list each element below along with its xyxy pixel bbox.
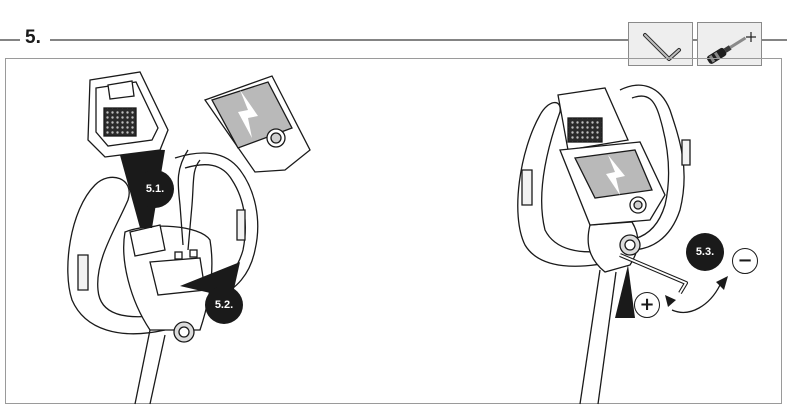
display-unit-left — [203, 75, 311, 173]
right-handlebar — [517, 84, 691, 405]
allen-key-icon — [643, 33, 681, 61]
callout-5-2: 5.2. — [205, 286, 243, 324]
diagram-frame — [5, 58, 782, 404]
callout-5-1: 5.1. — [136, 170, 174, 208]
pointer-5-3 — [615, 265, 635, 318]
rotation-arc — [671, 284, 721, 314]
rotation-arrow-tail — [665, 295, 676, 307]
screwdriver-icon — [706, 32, 756, 64]
console-assembled — [557, 87, 666, 226]
callout-5-3: 5.3. — [686, 233, 724, 271]
plus-icon: + — [634, 292, 660, 318]
console-upper-part — [87, 71, 169, 158]
rotation-arrow-head — [716, 276, 728, 290]
step-number: 5. — [22, 28, 44, 48]
minus-icon: − — [732, 248, 758, 274]
